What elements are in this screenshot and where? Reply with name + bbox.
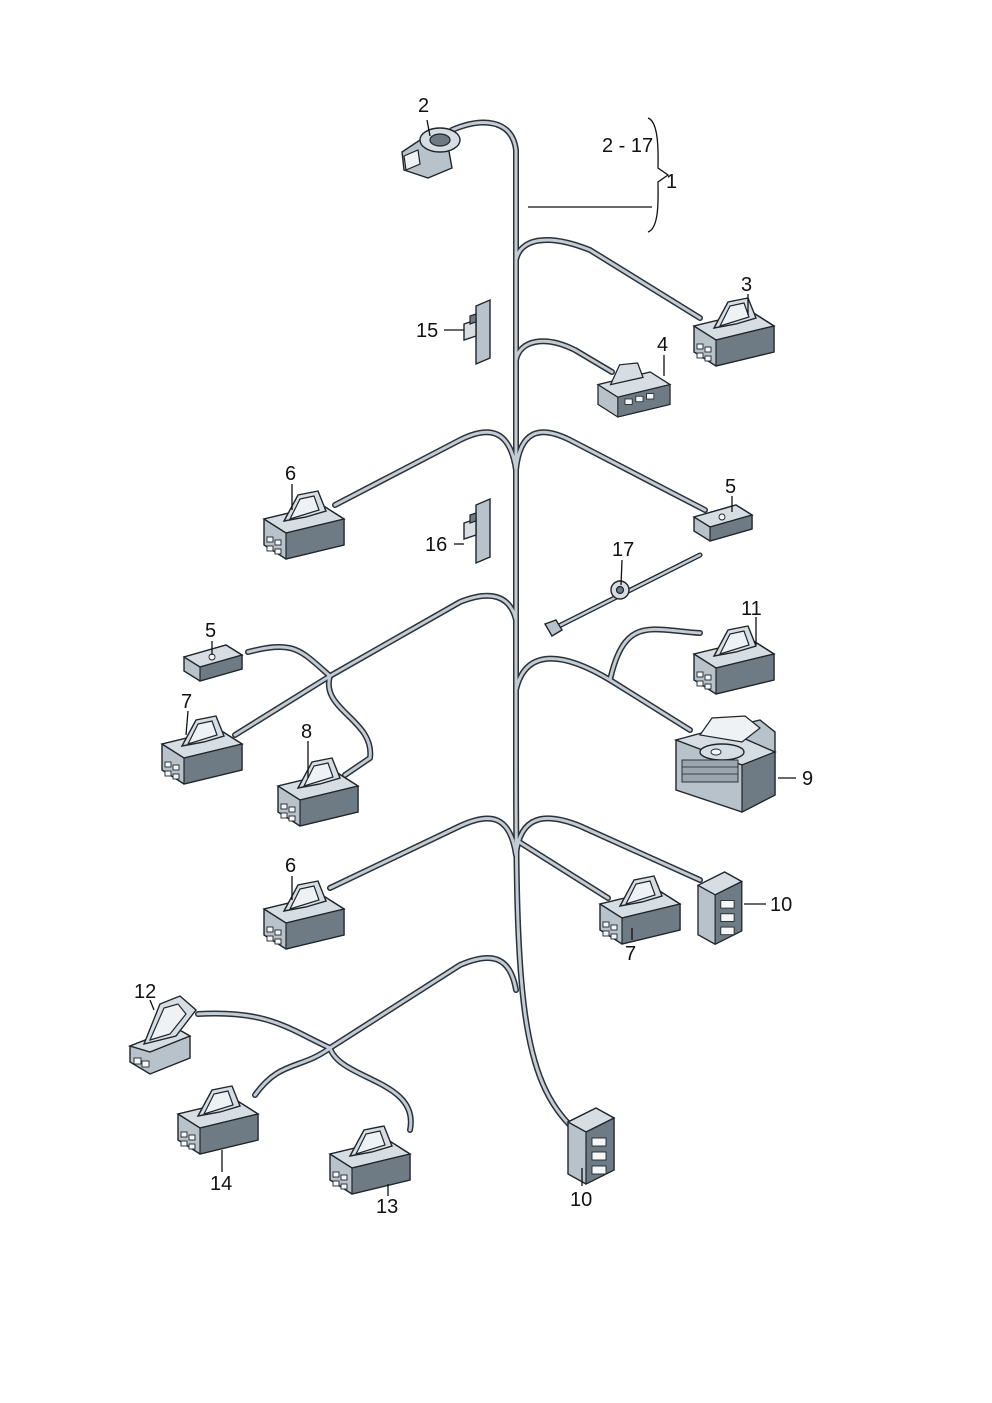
callout-6-upper: 6 (285, 463, 296, 485)
callout-5-right: 5 (725, 476, 736, 498)
callout-2-17: 2 - 17 (602, 135, 653, 157)
part-7-connector-right (599, 875, 681, 945)
part-15-clip (463, 299, 491, 365)
callout-10-upper: 10 (770, 894, 792, 916)
callout-13: 13 (376, 1196, 398, 1218)
callout-16: 16 (425, 534, 447, 556)
part-3-connector (693, 297, 775, 367)
part-13-connector (329, 1125, 411, 1195)
callout-5-left: 5 (205, 620, 216, 642)
callout-11: 11 (741, 598, 762, 620)
part-12-connector (127, 995, 197, 1075)
bracket-range-1 (528, 117, 670, 233)
leader-lines (149, 119, 796, 1196)
callout-7-left: 7 (181, 691, 192, 713)
part-5-connector-left (183, 644, 243, 682)
callout-9: 9 (802, 768, 813, 790)
callout-2: 2 (418, 95, 429, 117)
part-6-connector-lower (263, 880, 345, 950)
callout-6-lower: 6 (285, 855, 296, 877)
callout-15: 15 (416, 320, 438, 342)
part-7-connector-left (161, 715, 243, 785)
part-16-clip (463, 498, 491, 564)
part-14-connector (177, 1085, 259, 1155)
callout-7-right: 7 (625, 943, 636, 965)
part-8-connector (277, 757, 359, 827)
callout-10-lower: 10 (570, 1189, 592, 1211)
part-10-connector-upper (697, 871, 743, 945)
part-2-round-connector (401, 127, 461, 179)
callout-1: 1 (666, 171, 677, 193)
part-9-control-unit-connector (673, 715, 777, 813)
callout-17: 17 (612, 539, 634, 561)
callout-14: 14 (210, 1173, 232, 1195)
part-11-connector (693, 625, 775, 695)
callout-3: 3 (741, 274, 752, 296)
callout-8: 8 (301, 721, 312, 743)
callout-4: 4 (657, 334, 668, 356)
part-6-connector-upper (263, 490, 345, 560)
callout-labels: 1 2 2 - 17 3 4 5 5 6 6 7 7 8 9 10 10 11 … (134, 95, 813, 1218)
part-10-connector-lower (567, 1107, 615, 1185)
part-4-connector (596, 362, 672, 418)
callout-12: 12 (134, 981, 156, 1003)
part-17-cable-tie (543, 552, 703, 637)
